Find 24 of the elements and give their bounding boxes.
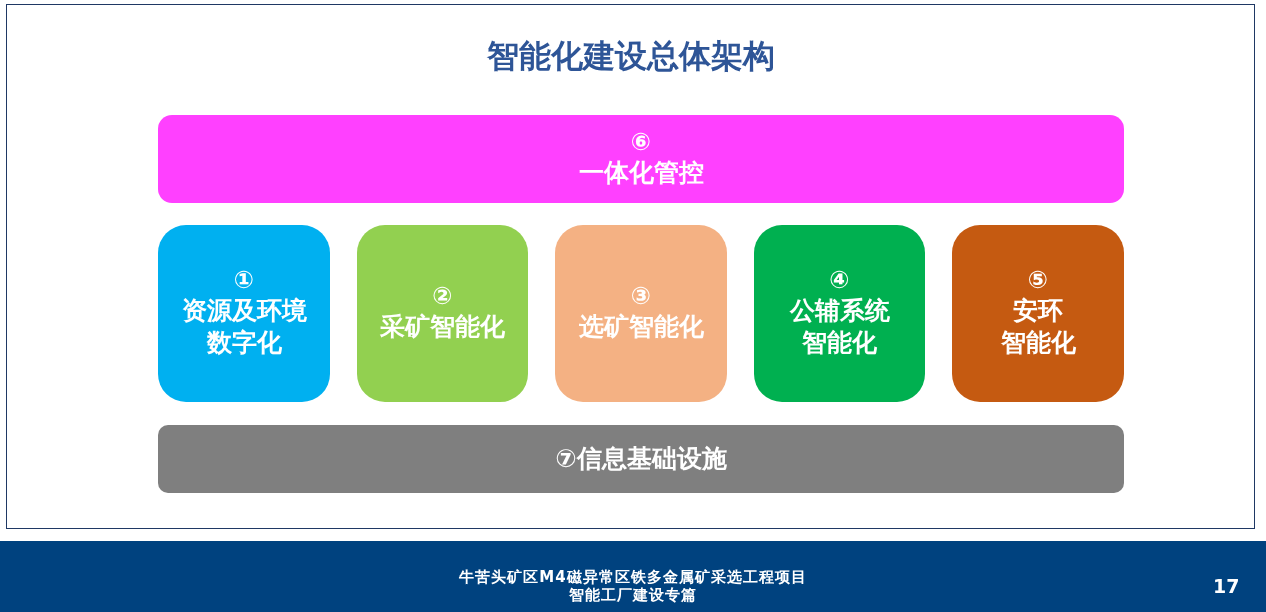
layer-label: ⑦信息基础设施	[555, 442, 727, 475]
module-label: 资源及环境数字化	[180, 294, 308, 360]
base-bar	[158, 425, 1124, 493]
circled-number: ③	[630, 283, 652, 312]
module-label: 安环智能化	[1000, 294, 1076, 360]
circled-number: ⑤	[1027, 267, 1049, 295]
page-number: 17	[1213, 575, 1240, 598]
layer-label: 一体化管控	[578, 156, 704, 189]
module-label: 采矿智能化	[380, 311, 505, 344]
module-card	[952, 225, 1124, 402]
layer-bar	[158, 115, 1124, 203]
project-title: 智能工厂建设专篇	[569, 586, 697, 604]
circled-number: ②	[432, 283, 453, 312]
module-card	[357, 225, 528, 402]
module-card	[555, 225, 727, 402]
project-title: 牛苦头矿区M4磁异常区铁多金属矿采选工程项目	[459, 568, 807, 586]
module-label: 公辅系统智能化	[788, 294, 891, 360]
circled-number: ⑥	[630, 128, 652, 157]
circled-number: ①	[233, 267, 255, 295]
module-card	[754, 225, 925, 402]
diagram-title: 智能化建设总体架构	[486, 37, 775, 76]
module-card	[158, 225, 330, 402]
circled-number: ④	[829, 267, 850, 295]
module-label: 选矿智能化	[578, 311, 704, 344]
